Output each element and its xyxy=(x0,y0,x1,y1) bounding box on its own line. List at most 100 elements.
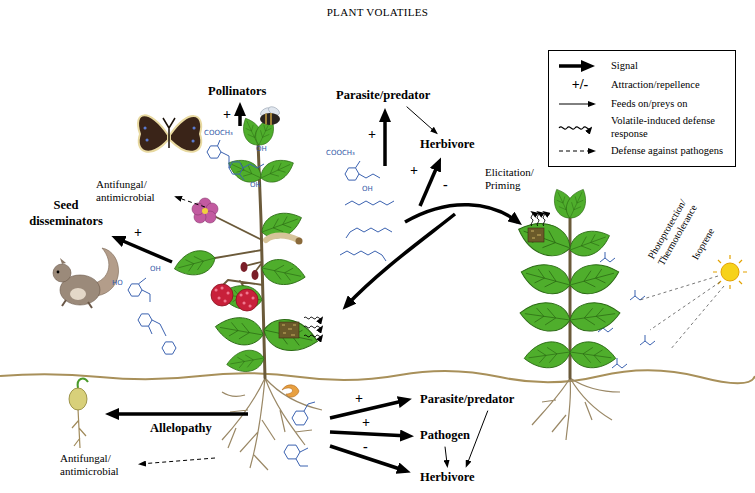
legend-line xyxy=(559,104,594,105)
sun-rays xyxy=(713,255,747,289)
wavy-arrow xyxy=(304,326,322,328)
bee xyxy=(259,105,281,125)
node-text: Herbivore xyxy=(420,470,475,486)
leaf xyxy=(568,339,617,371)
leaf xyxy=(225,348,266,375)
squirrel-ear xyxy=(60,258,66,264)
roots xyxy=(532,378,620,440)
molecule-chain xyxy=(356,161,381,178)
leaf xyxy=(522,339,571,371)
chemical-group: OH xyxy=(362,186,373,193)
annotation: Antifungal/ antimicrobial xyxy=(60,452,132,478)
legend-sample: +/- xyxy=(555,77,605,93)
feeds-on-arrow xyxy=(445,447,447,466)
plant-branch xyxy=(210,214,263,290)
legend-sample xyxy=(555,120,605,136)
molecule-ring xyxy=(207,146,221,158)
chemical-group: OH xyxy=(250,182,261,189)
target-label: Pathogen xyxy=(420,428,470,444)
molecule-ring xyxy=(128,284,142,296)
legend-text: Feeds on/preys on xyxy=(611,98,687,111)
node-text: Parasite/predator xyxy=(336,88,430,104)
legend-line xyxy=(559,126,591,128)
legend-entry: Defense against pathogens xyxy=(555,143,729,159)
squirrel xyxy=(53,248,119,308)
leaf xyxy=(566,258,622,298)
signal-arrow xyxy=(330,446,406,471)
annotation: Elicitation/ Priming xyxy=(485,166,545,192)
primed-damage xyxy=(528,228,544,242)
effect-sign: + xyxy=(368,128,376,142)
pathogen-defense-arrows xyxy=(140,197,215,464)
molecule-ring xyxy=(138,314,152,326)
leaf xyxy=(518,258,574,298)
flower-center xyxy=(202,208,208,214)
leaf xyxy=(566,225,613,261)
molecule-ring xyxy=(229,162,243,174)
legend-entry: Feeds on/preys on xyxy=(555,96,729,112)
chemical-group: COOCH₃ xyxy=(326,150,355,157)
feeds-on-arrow xyxy=(407,107,437,133)
seedling-shoot xyxy=(78,379,88,388)
molecule-chain xyxy=(345,201,394,205)
chemical-group: OH xyxy=(256,146,267,153)
molecule-ring xyxy=(284,445,300,459)
wavy-arrow xyxy=(531,212,533,226)
legend-sample-line xyxy=(556,121,604,135)
signal-arrow xyxy=(116,238,172,262)
target-label: Herbivore xyxy=(420,470,475,486)
node-text: Pathogen xyxy=(420,428,470,444)
legend-sample-line xyxy=(556,97,604,111)
chemical-group: HO xyxy=(112,280,123,287)
volatile-molecules xyxy=(128,140,655,466)
signal-arrow xyxy=(346,214,455,306)
seedling-root xyxy=(72,409,86,448)
sun-disc xyxy=(721,263,739,281)
leaf xyxy=(562,186,591,222)
leaf xyxy=(259,256,307,289)
defense-response xyxy=(531,212,545,226)
molecule-chain xyxy=(296,402,315,466)
root-lines xyxy=(222,378,322,470)
squirrel-eye xyxy=(57,271,60,274)
legend-line xyxy=(559,64,590,68)
flower-bud xyxy=(241,262,248,272)
signal-arrow xyxy=(420,162,439,206)
effect-sign: + xyxy=(362,416,370,430)
target-label: Pollinators xyxy=(208,84,266,100)
annotation: Isoprene xyxy=(687,221,720,267)
leaf xyxy=(257,154,298,187)
legend-line xyxy=(559,151,594,152)
legend-text: Defense against pathogens xyxy=(611,145,723,158)
effect-sign: + xyxy=(410,164,418,178)
signal-arrows xyxy=(110,107,518,471)
sunlight-ray xyxy=(640,276,724,350)
effect-sign: +/- xyxy=(572,78,589,92)
wavy-arrow xyxy=(537,212,539,226)
leaf xyxy=(213,313,265,348)
flower xyxy=(192,198,218,223)
signal-arrow xyxy=(383,113,387,166)
molecule-chain xyxy=(346,228,392,238)
leaf xyxy=(258,207,305,243)
legend-text: Volatile-induced defense response xyxy=(611,115,729,140)
bee-body xyxy=(260,113,280,125)
molecule-chain xyxy=(139,278,151,302)
legend-box: Signal+/-Attraction/repellenceFeeds on/p… xyxy=(548,50,736,167)
effect-sign: - xyxy=(363,440,368,454)
root-larva xyxy=(282,385,299,397)
molecule-ring xyxy=(292,411,308,425)
node-text: Herbivore xyxy=(420,137,475,153)
volatile-emission xyxy=(304,317,322,337)
legend-text: Attraction/repellence xyxy=(611,79,700,92)
dashed-arrow xyxy=(176,197,205,207)
caterpillar xyxy=(266,236,298,241)
damage-texture xyxy=(282,325,296,335)
effect-sign: + xyxy=(223,108,231,122)
leaf xyxy=(171,247,218,280)
raspberry xyxy=(211,284,258,311)
butterfly xyxy=(138,115,201,151)
molecule-chain xyxy=(340,251,386,261)
sun xyxy=(640,255,747,350)
